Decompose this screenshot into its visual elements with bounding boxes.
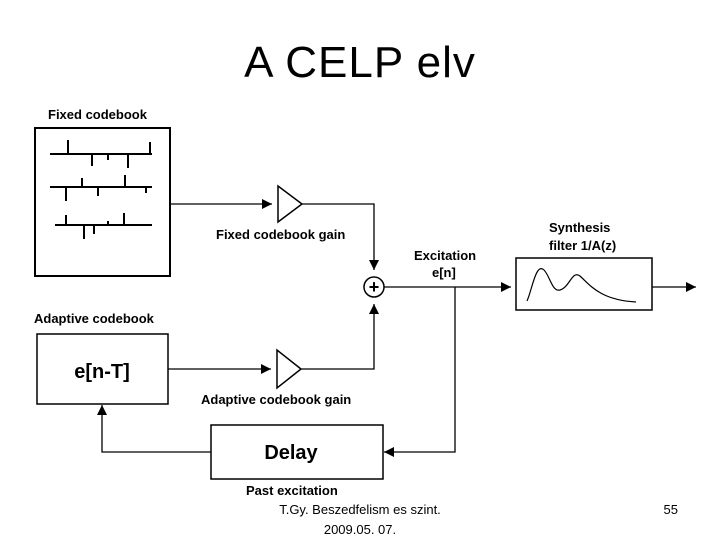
- delay-label: Delay: [264, 442, 318, 464]
- fixed-gain-to-adder-line: [302, 203, 379, 270]
- past-excitation-label: Past excitation: [246, 483, 338, 498]
- fixed-codebook-label: Fixed codebook: [48, 107, 148, 122]
- excitation-label-line1: Excitation: [414, 248, 476, 263]
- delay-to-adaptive-codebook-line: [97, 405, 211, 453]
- adder-symbol: +: [369, 277, 380, 297]
- filter-response-curve: [526, 267, 637, 303]
- slide-footer: T.Gy. Beszedfelism es szint. 2009.05. 07…: [0, 500, 720, 540]
- adaptive-codebook-label: Adaptive codebook: [34, 311, 155, 326]
- footer-date: 2009.05. 07.: [323, 522, 397, 537]
- fixed-codebook-box: [34, 127, 171, 277]
- fixed-codebook-pulses: [50, 140, 152, 239]
- footer-course: T.Gy. Beszedfelism es szint.: [279, 502, 441, 517]
- page-number: 55: [663, 502, 678, 517]
- adaptive-gain-to-adder-line: [301, 304, 379, 370]
- adaptive-codebook-content: e[n-T]: [74, 361, 130, 383]
- adaptive-codebook-gain-label: Adaptive codebook gain: [201, 392, 351, 407]
- adaptive-codebook-gain-amplifier: [276, 348, 303, 390]
- excitation-feedback-line: [384, 287, 456, 457]
- synthesis-label-line1: Synthesis: [549, 220, 610, 235]
- synthesis-label-line2: filter 1/A(z): [549, 238, 616, 253]
- adaptive-codebook-box: [36, 333, 169, 405]
- synthesis-filter-box: [515, 257, 653, 311]
- excitation-label-line2: e[n]: [432, 265, 456, 280]
- fixed-codebook-gain-label: Fixed codebook gain: [216, 227, 345, 242]
- delay-box: [210, 424, 384, 480]
- fixed-codebook-gain-amplifier: [277, 184, 304, 224]
- slide-title: A CELP elv: [244, 38, 476, 87]
- footer-info: T.Gy. Beszedfelism es szint. 2009.05. 07…: [240, 500, 480, 540]
